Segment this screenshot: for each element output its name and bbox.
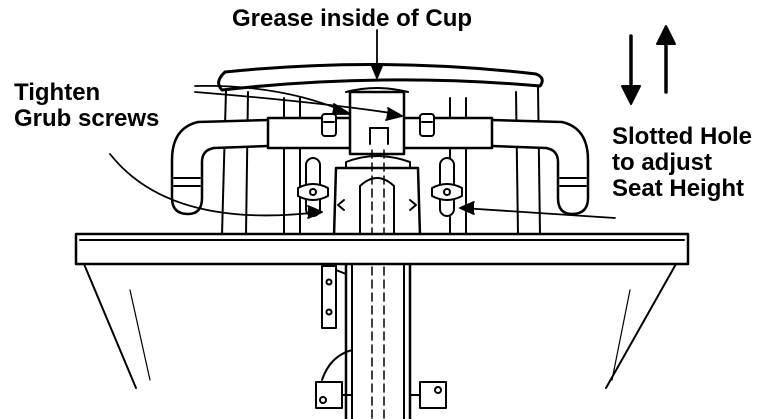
slotted-hole-label: Slotted Hole to adjust Seat Height bbox=[612, 124, 752, 202]
tighten-grub-screws-label: Tighten Grub screws bbox=[14, 80, 159, 132]
slotted-label-line-2: to adjust bbox=[612, 148, 712, 176]
grease-cup bbox=[345, 87, 409, 156]
seat-post bbox=[332, 149, 422, 419]
grub-screw-left bbox=[321, 113, 337, 137]
slotted-label-line-3: Seat Height bbox=[612, 174, 745, 202]
slotted-label-line-1: Slotted Hole bbox=[612, 123, 753, 150]
handle-bar-right bbox=[490, 118, 590, 216]
grease-label-text: Grease inside of Cup bbox=[232, 5, 473, 32]
slotted-hole-right bbox=[431, 157, 463, 217]
tighten-label-line-2: Grub screws bbox=[14, 104, 160, 132]
lower-column bbox=[315, 262, 447, 419]
seat-pad bbox=[217, 62, 544, 236]
frame-plate bbox=[74, 232, 690, 389]
tighten-label-line-1: Tighten bbox=[14, 79, 101, 106]
slotted-hole-left bbox=[297, 157, 329, 217]
up-down-arrows-icon bbox=[621, 25, 676, 105]
leader-lines bbox=[109, 29, 616, 219]
cup-collar bbox=[345, 155, 411, 169]
grease-label: Grease inside of Cup bbox=[232, 6, 472, 32]
grub-screw-right bbox=[419, 113, 435, 137]
handle-bar-left bbox=[170, 118, 270, 216]
